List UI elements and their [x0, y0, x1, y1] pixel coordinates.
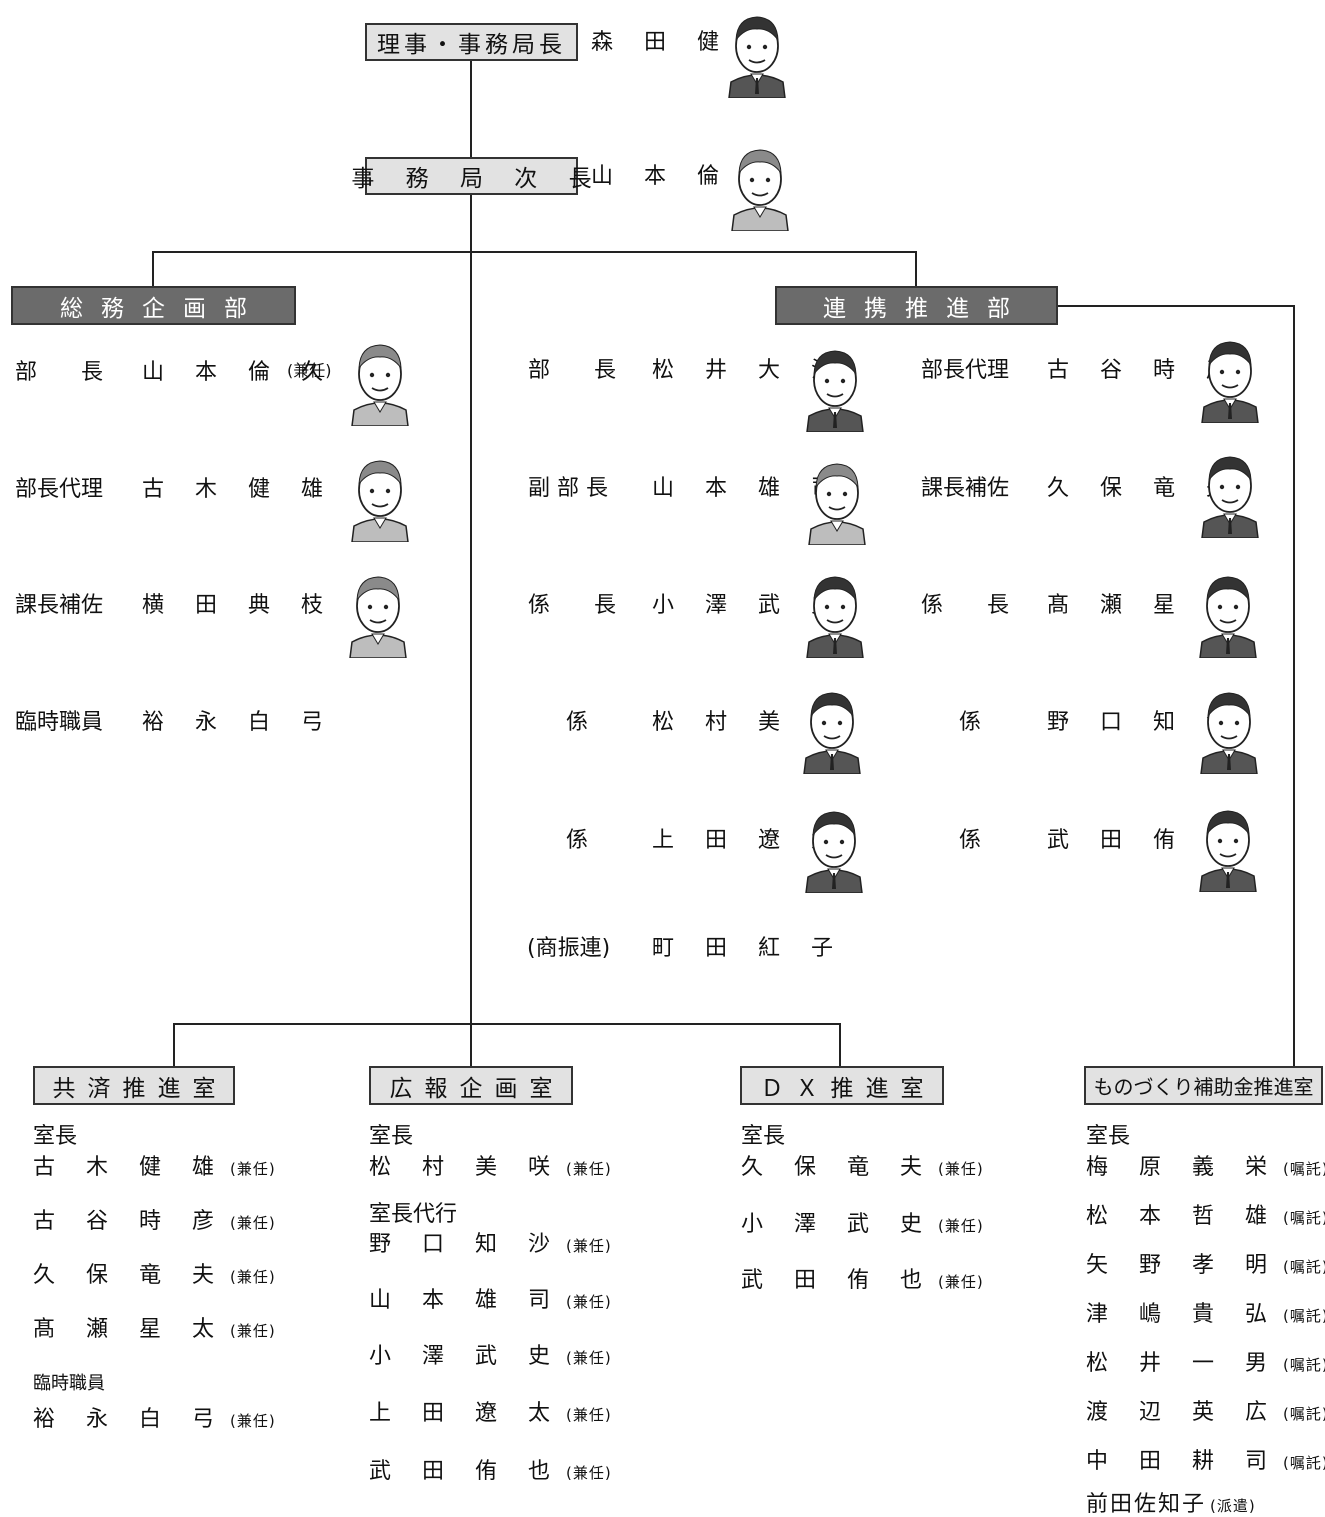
deputy-title: 事 務 局 次 長	[351, 166, 604, 192]
deputy-name: 山 本 倫 久	[591, 164, 784, 189]
monozukuri-member-0: 梅 原 義 栄(嘱託)	[1086, 1155, 1325, 1180]
renkei-left-name-5: 町 田 紅 子	[652, 936, 845, 961]
renkei-left-name-1: 山 本 雄 司	[652, 476, 845, 501]
line-to-divisions	[152, 251, 917, 286]
soumu-header: 総務企画部	[11, 286, 296, 325]
portrait-icon	[1196, 568, 1260, 658]
kouhou-acting-label: 室長代行	[369, 1202, 458, 1227]
soumu-name-2: 横 田 典 枝	[142, 593, 335, 618]
kouhou-chief: 松 村 美 咲(兼任)	[369, 1155, 612, 1180]
renkei-right-role-0: 部長代理	[921, 358, 1010, 383]
line-renkei-monozukuri	[1058, 305, 1295, 1068]
portrait-icon	[348, 336, 412, 426]
kouhou-member-1: 山 本 雄 司(兼任)	[369, 1288, 612, 1313]
renkei-left-name-2: 小 澤 武 史	[652, 593, 845, 618]
kyousai-chief-label: 室長	[33, 1124, 78, 1149]
portrait-icon	[800, 684, 864, 774]
renkei-right-name-2: 髙 瀬 星 太	[1047, 593, 1240, 618]
renkei-left-role-0: 部 長	[528, 358, 617, 383]
dx-member-2: 武 田 侑 也(兼任)	[741, 1268, 984, 1293]
kyousai-member-3: 髙 瀬 星 太(兼任)	[33, 1317, 276, 1342]
director-title-box: 理事・事務局長	[365, 23, 578, 61]
kyousai-header: 共済推進室	[33, 1066, 235, 1105]
director-title: 理事・事務局長	[377, 32, 566, 58]
monozukuri-member-7: 前田佐知子(派遣)	[1086, 1492, 1256, 1517]
renkei-left-name-3: 松 村 美 咲	[652, 710, 845, 735]
portrait-icon	[802, 803, 866, 893]
kyousai-member-2: 久 保 竜 夫(兼任)	[33, 1263, 276, 1288]
renkei-right-name-1: 久 保 竜 夫	[1047, 476, 1240, 501]
renkei-left-role-4: 係	[566, 828, 589, 853]
kyousai-temp: 裕 永 白 弓(兼任)	[33, 1407, 276, 1432]
soumu-name-1: 古 木 健 雄	[142, 477, 335, 502]
director-name: 森 田 健 嗣	[591, 30, 784, 55]
soumu-role-3: 臨時職員	[15, 710, 104, 735]
monozukuri-member-2: 矢 野 孝 明(嘱託)	[1086, 1253, 1325, 1278]
kouhou-member-3: 上 田 遼 太(兼任)	[369, 1401, 612, 1426]
monozukuri-member-6: 中 田 耕 司(嘱託)	[1086, 1449, 1325, 1474]
dx-member-0: 久 保 竜 夫(兼任)	[741, 1155, 984, 1180]
renkei-left-role-1: 副 部 長	[528, 476, 608, 501]
kyousai-member-1: 古 谷 時 彦(兼任)	[33, 1209, 276, 1234]
renkei-right-name-3: 野 口 知 沙	[1047, 710, 1240, 735]
portrait-icon	[346, 568, 410, 658]
monozukuri-header: ものづくり補助金推進室	[1084, 1066, 1323, 1105]
soumu-name-3: 裕 永 白 弓	[142, 710, 335, 735]
dx-member-1: 小 澤 武 史(兼任)	[741, 1212, 984, 1237]
renkei-left-name-4: 上 田 遼 太	[652, 828, 845, 853]
portrait-icon	[803, 568, 867, 658]
renkei-header: 連携推進部	[775, 286, 1058, 325]
kouhou-chief-label: 室長	[369, 1124, 414, 1149]
renkei-right-name-0: 古 谷 時 彦	[1047, 358, 1240, 383]
kyousai-temp-label: 臨時職員	[33, 1373, 105, 1394]
kouhou-member-2: 小 澤 武 史(兼任)	[369, 1344, 612, 1369]
monozukuri-member-3: 津 嶋 貴 弘(嘱託)	[1086, 1302, 1325, 1327]
renkei-left-name-0: 松 井 大 治	[652, 358, 845, 383]
renkei-right-name-4: 武 田 侑 也	[1047, 828, 1240, 853]
line-to-offices	[173, 1023, 841, 1068]
kouhou-member-4: 武 田 侑 也(兼任)	[369, 1459, 612, 1484]
portrait-icon	[1196, 802, 1260, 892]
dx-header: ＤＸ推進室	[740, 1066, 944, 1105]
soumu-role-1: 部長代理	[15, 477, 104, 502]
portrait-icon	[805, 455, 869, 545]
portrait-icon	[1197, 684, 1261, 774]
monozukuri-chief-label: 室長	[1086, 1124, 1131, 1149]
monozukuri-member-4: 松 井 一 男(嘱託)	[1086, 1351, 1325, 1376]
renkei-left-role-5: (商振連)	[527, 936, 611, 961]
renkei-left-role-3: 係	[566, 710, 589, 735]
renkei-right-role-1: 課長補佐	[921, 476, 1010, 501]
renkei-left-role-2: 係 長	[528, 593, 617, 618]
kyousai-member-0: 古 木 健 雄(兼任)	[33, 1155, 276, 1180]
monozukuri-member-5: 渡 辺 英 広(嘱託)	[1086, 1400, 1325, 1425]
portrait-icon	[1198, 333, 1262, 423]
renkei-right-role-2: 係 長	[921, 593, 1010, 618]
kouhou-member-0: 野 口 知 沙(兼任)	[369, 1232, 612, 1257]
soumu-role-2: 課長補佐	[15, 593, 104, 618]
portrait-icon	[348, 452, 412, 542]
soumu-role-0: 部 長	[15, 360, 104, 385]
portrait-icon	[803, 342, 867, 432]
portrait-icon	[1198, 448, 1262, 538]
dx-chief-label: 室長	[741, 1124, 786, 1149]
renkei-right-role-4: 係	[959, 828, 982, 853]
portrait-icon	[728, 141, 792, 231]
monozukuri-member-1: 松 本 哲 雄(嘱託)	[1086, 1204, 1325, 1229]
deputy-title-box: 事 務 局 次 長	[351, 157, 592, 195]
soumu-name-0: 山 本 倫 久	[142, 360, 335, 385]
soumu-note-0: (兼任)	[287, 361, 332, 380]
kouhou-header: 広報企画室	[369, 1066, 573, 1105]
portrait-icon	[725, 8, 789, 98]
renkei-right-role-3: 係	[959, 710, 982, 735]
